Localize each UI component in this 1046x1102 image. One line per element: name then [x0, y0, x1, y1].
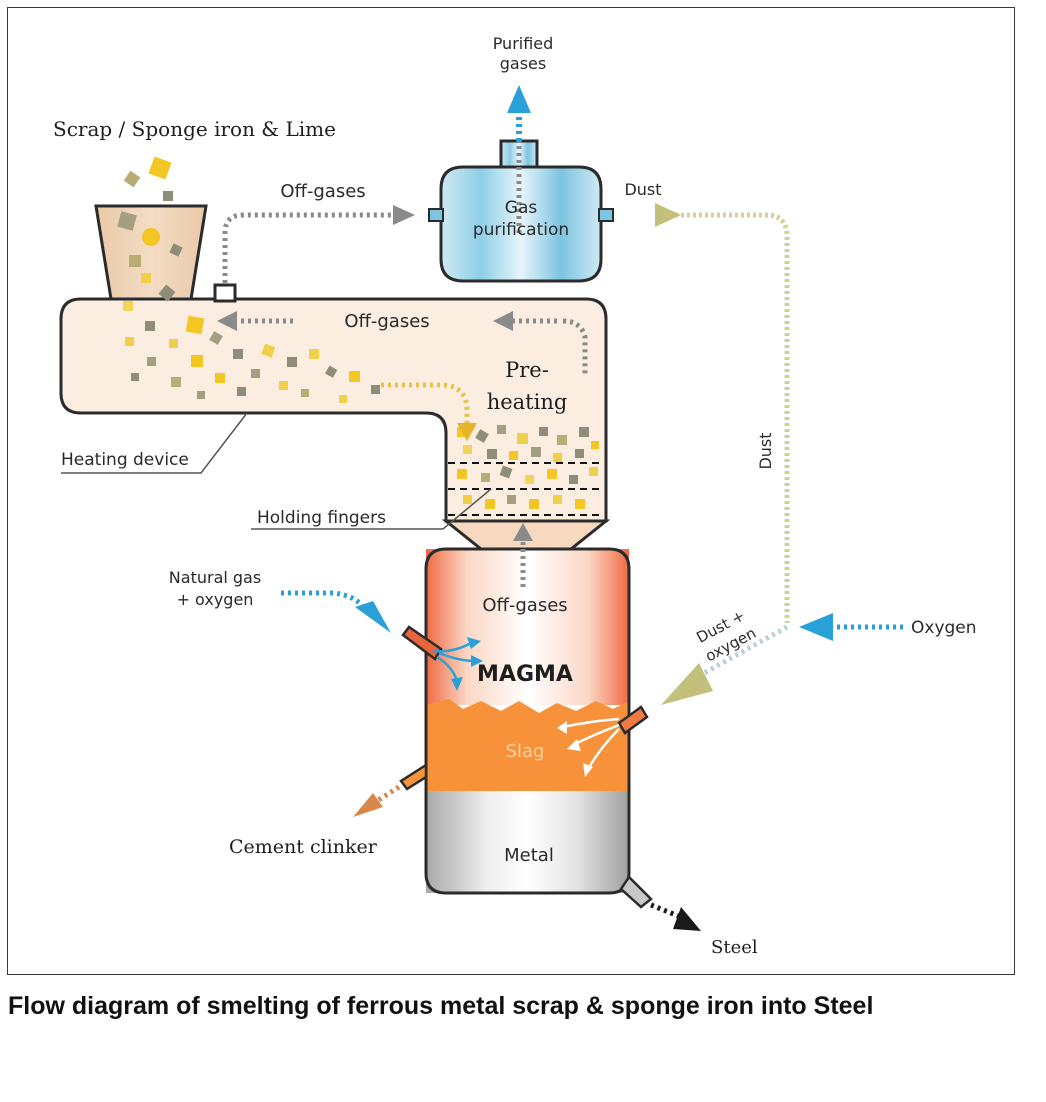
arrow-off-gases-mid — [493, 311, 513, 331]
smelting-flow-diagram: Scrap / Sponge iron & Lime Purified gase… — [53, 34, 977, 958]
furnace-outline — [424, 547, 631, 895]
slag-spout — [399, 762, 428, 791]
off-gas-arrowheads — [217, 205, 533, 541]
slag-layer — [426, 699, 629, 791]
holding-fingers-label: Holding fingers — [257, 508, 386, 528]
dust-vertical-label: Dust — [756, 432, 775, 469]
purified-gases-label-2: gases — [500, 54, 546, 73]
gas-lance — [401, 625, 443, 661]
heating-chamber — [59, 297, 608, 523]
off-gases-furnace-label: Off-gases — [482, 595, 567, 616]
dust-loop-line — [657, 212, 790, 623]
magma-label: MAGMA — [477, 662, 573, 687]
metal-zone — [426, 791, 629, 893]
scrap-input-label: Scrap / Sponge iron & Lime — [53, 117, 336, 141]
metal-label: Metal — [504, 845, 554, 866]
preheating-label-1: Pre- — [505, 358, 549, 382]
dust-oxygen-line — [695, 624, 789, 680]
oxygen-arrowhead — [799, 613, 833, 641]
purified-gases-label-1: Purified — [493, 34, 554, 53]
dust-oxygen-arrowhead — [661, 663, 713, 705]
dust-arrowhead-top — [655, 203, 681, 227]
natural-gas-label-1: Natural gas — [169, 568, 261, 587]
off-gases-mid-label: Off-gases — [344, 311, 429, 332]
injection-arrowheads — [451, 637, 483, 691]
holding-fingers — [448, 462, 604, 516]
arrow-off-gases-top — [393, 205, 415, 225]
off-gas-flow — [222, 141, 588, 587]
gas-purification-label-1: Gas — [505, 198, 538, 218]
diagram-caption: Flow diagram of smelting of ferrous meta… — [8, 992, 874, 1020]
arrow-off-gases-left — [217, 311, 237, 331]
steel-arrowhead — [673, 907, 701, 931]
slag-label: Slag — [506, 741, 545, 762]
purified-gas-arrowhead — [507, 85, 531, 113]
oxygen-label: Oxygen — [911, 618, 977, 638]
scrap-particles — [117, 156, 380, 403]
dust-top-label: Dust — [624, 180, 661, 199]
off-gases-top-label: Off-gases — [280, 181, 365, 202]
tap-hole — [619, 875, 653, 909]
cement-clinker-label: Cement clinker — [229, 836, 378, 858]
holding-fingers-leader — [251, 488, 492, 530]
arrow-off-gases-furnace — [513, 523, 533, 541]
clinker-line — [375, 784, 401, 804]
preheat-arrowhead — [457, 423, 477, 441]
gas-purification-label-2: purification — [473, 220, 569, 240]
steel-line — [650, 902, 682, 920]
natural-gas-label-2: + oxygen — [177, 590, 254, 609]
off-gas-nozzle — [213, 283, 237, 303]
clinker-arrowhead — [353, 793, 383, 817]
heating-device-leader — [61, 412, 248, 474]
heating-device-label: Heating device — [61, 450, 189, 470]
oxygen-injection-arrowheads — [557, 721, 593, 777]
steel-label: Steel — [711, 937, 758, 958]
diagram-frame: Scrap / Sponge iron & Lime Purified gase… — [7, 7, 1015, 975]
feed-hopper — [94, 204, 208, 301]
preheating-label-2: heating — [487, 390, 568, 414]
natural-gas-arrowhead — [355, 601, 391, 633]
furnace — [399, 547, 653, 909]
oxygen-lance — [617, 705, 649, 735]
natural-gas-line — [281, 590, 368, 611]
